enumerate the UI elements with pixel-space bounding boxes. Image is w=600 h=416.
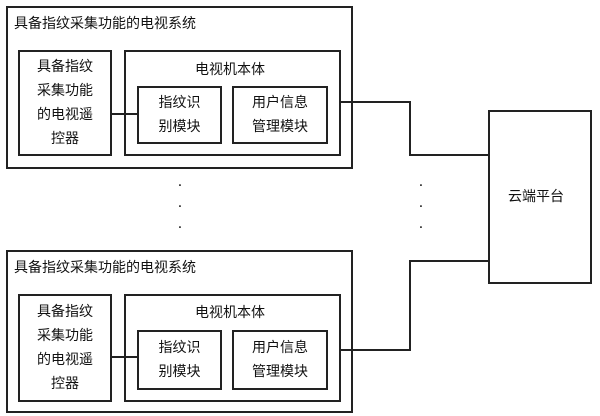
remote-control-2 — [18, 294, 112, 402]
ellipsis-right: · · · — [418, 178, 424, 236]
user-info-module-2-label: 用户信息 管理模块 — [252, 340, 308, 380]
fingerprint-module-1 — [137, 86, 222, 144]
connector-system2-cloud — [341, 260, 488, 351]
fingerprint-module-2 — [137, 330, 222, 390]
user-info-module-1 — [232, 86, 328, 144]
remote-control-1-label: 具备指纹 采集功能 的电视遥 控器 — [37, 59, 93, 147]
ellipsis-left: · · · — [177, 178, 183, 236]
fingerprint-module-2-label: 指纹识 别模块 — [158, 340, 201, 380]
user-info-module-2 — [232, 330, 328, 390]
tv-body-2-label: 电视机本体 — [195, 305, 265, 321]
tv-body-1-label: 电视机本体 — [195, 62, 265, 78]
cloud-platform — [488, 110, 592, 284]
user-info-module-1-label: 用户信息 管理模块 — [252, 95, 308, 135]
remote-control-1 — [18, 50, 112, 156]
tv-system-2-title: 具备指纹采集功能的电视系统 — [14, 260, 196, 276]
connector-system1-cloud — [341, 101, 488, 156]
remote-control-2-label: 具备指纹 采集功能 的电视遥 控器 — [37, 304, 93, 392]
cloud-platform-label: 云端平台 — [508, 189, 564, 205]
fingerprint-module-1-label: 指纹识 别模块 — [158, 95, 201, 135]
tv-system-1-title: 具备指纹采集功能的电视系统 — [14, 16, 196, 32]
